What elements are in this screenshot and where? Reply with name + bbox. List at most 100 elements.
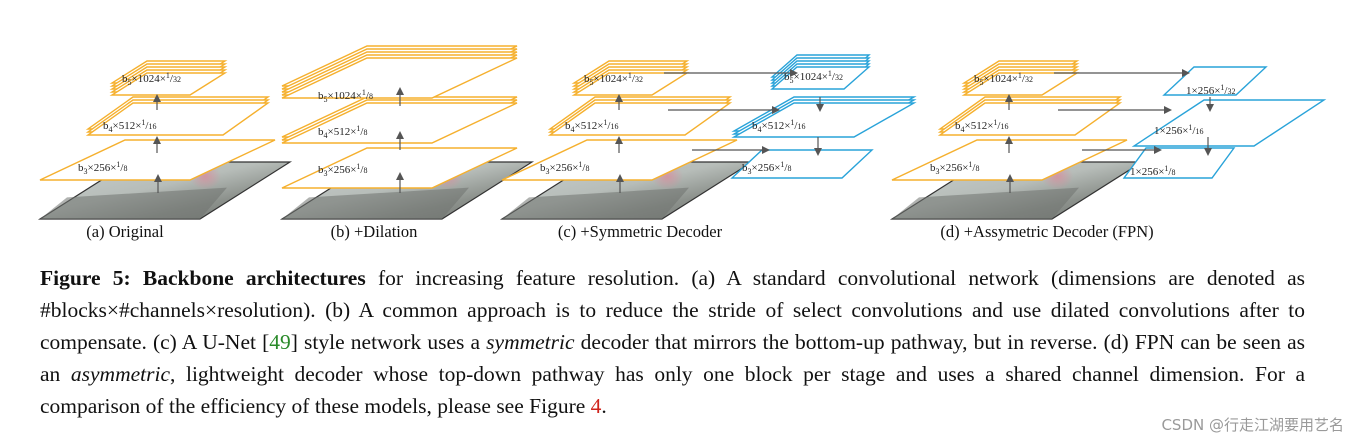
label-part: b [318,126,324,138]
panel-c-layer-label-2: b5×1024×1/32 [584,71,643,87]
panel-b-encoder-layer-1-sheet [281,102,518,144]
panel-b-layer-label-0: b3×256×1/8 [318,162,367,178]
label-part: b [752,120,758,132]
label-part: 4 [758,125,762,134]
panel-a-input-image [37,161,293,220]
label-part: 16 [148,122,156,131]
label-part: 1 [968,160,972,169]
label-part: 5 [590,78,594,87]
label-part: 1 [780,160,784,169]
label-part: ×512× [113,120,142,132]
panel-b-caption: (b) +Dilation [331,222,418,241]
label-part: / [1168,166,1172,178]
label-part: 8 [787,164,791,173]
panel-c-decoder-layer-0 [730,149,874,179]
label-part: 1 [1188,123,1192,132]
panel-d-decoder-label-2: 1×256×1/32 [1186,83,1235,97]
label-part: b [784,71,790,83]
panel-c-encoder-layer-1-sheet [547,102,733,136]
label-part: ×1024× [984,73,1018,85]
caption-text-1: for increasing feature resolution. (a) A… [40,266,1306,354]
label-part: b [540,162,546,174]
label-part: ×1024× [328,90,362,102]
label-part: ×512× [575,120,604,132]
label-part: / [997,120,1001,132]
label-part: 1 [790,118,794,127]
label-part: b [78,162,84,174]
panel-a-layer-label-1: b4×512×1/16 [103,118,156,134]
label-part: / [1022,73,1026,85]
label-part: 1 [356,162,360,171]
label-part: / [145,120,149,132]
input-image-road [40,187,227,219]
label-part: 32 [1025,75,1033,84]
label-part: 4 [961,125,965,134]
panel-d-encoder-layer-2-sheet [961,72,1080,96]
label-part: 1 [1220,83,1224,92]
caption-title: Backbone architectures [142,266,366,290]
label-part: 8 [585,164,589,173]
label-part: ×256× [88,162,117,174]
label-part: 1×256× [1154,125,1188,137]
panel-c-input-image [499,161,755,220]
panel-c-encoder-layer-0 [501,139,738,181]
label-part: / [366,90,370,102]
figure-4-link[interactable]: 4 [590,394,602,418]
label-part: / [607,120,611,132]
label-part: / [794,120,798,132]
label-part: 1 [993,118,997,127]
label-part: 8 [975,164,979,173]
panel-a-encoder-layer-1-sheet [85,102,271,136]
panel-a-layer-label-2: b5×1024×1/32 [122,71,181,87]
panel-d-decoder-label-1: 1×256×1/16 [1154,123,1203,137]
label-part: 8 [1171,168,1175,177]
label-part: / [120,162,124,174]
input-image-road [502,187,689,219]
panel-d-decoder-label-0: 1×256×1/8 [1130,164,1175,178]
label-part: ×256× [752,162,781,174]
label-part: 3 [84,167,88,176]
input-image-road [892,187,1079,219]
label-part: 5 [980,78,984,87]
panel-b-encoder-layer-2-sheet [281,57,518,99]
label-part: 4 [109,125,113,134]
caption-text-5: . [601,394,607,418]
input-image-road [282,187,469,219]
label-part: 1 [828,69,832,78]
label-part: / [582,162,586,174]
label-part: 3 [936,167,940,176]
label-part: 3 [546,167,550,176]
citation-link-49[interactable]: 49 [269,330,291,354]
panel-c-encoder-layer-0-sheet [501,139,738,181]
label-part: b [974,73,980,85]
panel-b-layer-label-1: b4×512×1/8 [318,124,367,140]
panel-c-layer-label-0: b3×256×1/8 [540,160,589,176]
caption-text-3: decoder that mirrors the bottom-up pathw… [40,330,1306,386]
label-part: 4 [324,131,328,140]
caption-text-4: , lightweight decoder whose top-down pat… [40,362,1305,418]
panel-b-encoder-layer-0-sheet [281,147,518,189]
label-part: / [170,73,174,85]
panel-d-caption: (d) +Assymetric Decoder (FPN) [940,222,1153,241]
figure-caption: Figure 5: Backbone architectures for inc… [40,262,1305,422]
panel-c-caption: (c) +Symmetric Decoder [558,222,723,241]
label-part: ×256× [328,164,357,176]
panel-b-encoder-layer-0 [281,147,518,189]
panel-c-decoder-label-0: b3×256×1/8 [742,160,791,176]
panel-d-encoder-layer-0-sheet [891,139,1128,181]
label-part: 1 [578,160,582,169]
label-part: 4 [571,125,575,134]
label-part: 1 [362,88,366,97]
label-part: b [955,120,961,132]
label-part: 1 [603,118,607,127]
panel-d-layer-label-2: b5×1024×1/32 [974,71,1033,87]
label-part: 1 [1164,164,1168,173]
label-part: / [972,162,976,174]
figure-label: Figure 5: [40,266,131,290]
label-part: / [832,71,836,83]
label-part: / [1224,85,1228,97]
label-part: 5 [790,76,794,85]
label-part: / [1192,125,1196,137]
panel-c-decoder-label-2: b5×1024×1/32 [784,69,843,85]
label-part: ×512× [328,126,357,138]
